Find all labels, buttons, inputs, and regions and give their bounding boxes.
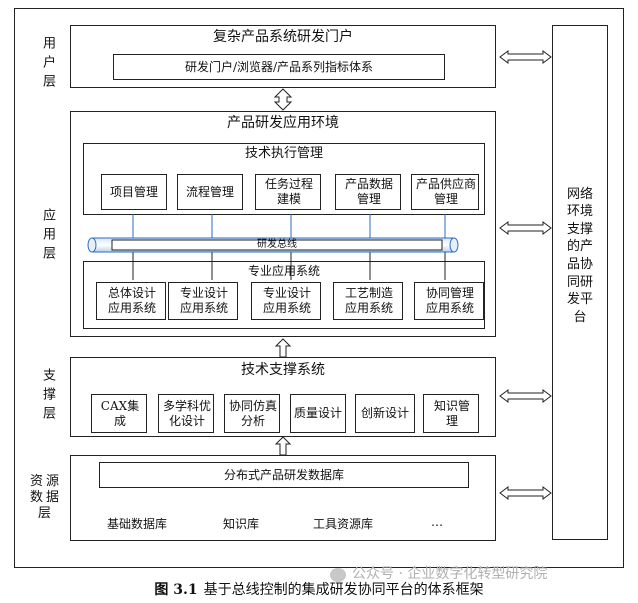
- figure-caption: 图 3.1 基于总线控制的集成研发协同平台的体系框架: [0, 582, 638, 600]
- portal-app-double-arrow-icon: [273, 88, 293, 111]
- portal-sub-box: 研发门户/浏览器/产品系列指标体系: [113, 54, 445, 80]
- tech-exec-item-label: 产品数据管理: [344, 177, 393, 206]
- tech-exec-item: 产品供应商管理: [411, 174, 479, 210]
- portal-title: 复杂产品系统研发门户: [213, 29, 353, 46]
- tech-exec-item: 产品数据管理: [335, 174, 401, 210]
- resource-box: 分布式产品研发数据库: [70, 455, 496, 541]
- watermark-text: 公众号 · 企业数字化转型研究院: [352, 566, 548, 583]
- pro-apps-title: 专业应用系统: [247, 263, 320, 278]
- portal-box: 复杂产品系统研发门户 研发门户/浏览器/产品系列指标体系: [70, 25, 496, 88]
- tech-support-box: 技术支撑系统 CAX集成 多学科优化设计 协同仿真分析 质量设计 创新设计 知识…: [70, 357, 496, 437]
- tech-exec-item-label: 流程管理: [185, 184, 234, 199]
- tech-support-item-label: 知识管理: [433, 398, 470, 428]
- tech-support-item-label: CAX集成: [100, 398, 140, 428]
- pro-app-item: 总体设计应用系统: [96, 282, 166, 320]
- resource-support-up-arrow-icon: [274, 436, 292, 456]
- pro-app-connectors: [132, 251, 446, 280]
- bus-label: 研发总线: [257, 238, 297, 250]
- app-env-box: 产品研发应用环境 技术执行管理 项目管理 流程管理 任务过程建模 产品数据管理 …: [70, 111, 496, 337]
- db-label-more: …: [431, 514, 443, 529]
- watermark: 公众号 · 企业数字化转型研究院: [330, 566, 630, 584]
- pro-app-item-label: 工艺制造应用系统: [344, 286, 393, 315]
- pro-app-item-label: 总体设计应用系统: [107, 286, 156, 315]
- tech-exec-item-label: 产品供应商管理: [416, 177, 477, 206]
- tech-support-item-label: 多学科优化设计: [162, 398, 211, 428]
- tech-support-item: 创新设计: [355, 394, 415, 433]
- bus-cylinder: [87, 237, 459, 253]
- db-label-knowledge: 知识库: [222, 516, 259, 531]
- pro-app-item: 协同管理应用系统: [414, 282, 484, 320]
- tech-support-item-label: 创新设计: [360, 406, 409, 420]
- tech-support-item-label: 协同仿真分析: [228, 398, 277, 428]
- pro-app-item: 专业设计应用系统: [251, 282, 321, 320]
- tech-exec-box: 技术执行管理 项目管理 流程管理 任务过程建模 产品数据管理 产品供应商管理: [83, 143, 485, 215]
- tech-exec-title: 技术执行管理: [244, 146, 323, 162]
- tech-support-title: 技术支撑系统: [241, 362, 325, 379]
- support-app-up-arrow-icon: [274, 338, 292, 358]
- layer-label-support: 支撑层: [40, 368, 55, 425]
- portal-sub: 研发门户/浏览器/产品系列指标体系: [184, 59, 374, 74]
- app-env-title: 产品研发应用环境: [227, 115, 339, 132]
- tech-support-item: 知识管理: [423, 394, 479, 433]
- db-label-tools: 工具资源库: [312, 516, 373, 531]
- tech-support-item: 协同仿真分析: [224, 394, 280, 433]
- distributed-db-label: 分布式产品研发数据库: [223, 467, 344, 482]
- pro-app-item-label: 协同管理应用系统: [425, 286, 474, 315]
- layer-label-app: 应用层: [40, 208, 55, 265]
- tech-exec-item: 流程管理: [177, 174, 243, 210]
- tech-support-item: CAX集成: [91, 394, 147, 433]
- pro-apps-box: 专业应用系统 总体设计应用系统 专业设计应用系统 专业设计应用系统 工艺制造应用…: [83, 261, 485, 329]
- pro-app-item-label: 专业设计应用系统: [262, 286, 311, 315]
- distributed-db-box: 分布式产品研发数据库: [99, 462, 469, 488]
- tech-exec-item-label: 项目管理: [109, 184, 158, 199]
- db-label-basic: 基础数据库: [106, 516, 167, 531]
- pro-app-item: 专业设计应用系统: [168, 282, 238, 320]
- platform-box: 网络环境支撑的产品协同研发平台: [552, 25, 608, 540]
- caption-text: 基于总线控制的集成研发协同平台的体系框架: [203, 582, 484, 599]
- wechat-icon: [330, 568, 346, 582]
- caption-number: 图 3.1: [154, 582, 198, 599]
- platform-double-arrow-icon: [499, 50, 552, 500]
- tech-support-item: 多学科优化设计: [158, 394, 214, 433]
- pro-app-item: 工艺制造应用系统: [333, 282, 403, 320]
- tech-exec-item: 项目管理: [101, 174, 167, 210]
- tech-exec-connectors: [132, 214, 446, 239]
- layer-label-resource: 资源数据层: [29, 473, 62, 522]
- tech-exec-item-label: 任务过程建模: [264, 177, 313, 206]
- layer-label-user: 用户层: [40, 36, 55, 93]
- tech-support-item-label: 质量设计: [293, 406, 342, 420]
- pro-app-item-label: 专业设计应用系统: [179, 286, 228, 315]
- tech-support-item: 质量设计: [290, 394, 346, 433]
- tech-exec-item: 任务过程建模: [255, 174, 321, 210]
- platform-label: 网络环境支撑的产品协同研发平台: [566, 186, 593, 325]
